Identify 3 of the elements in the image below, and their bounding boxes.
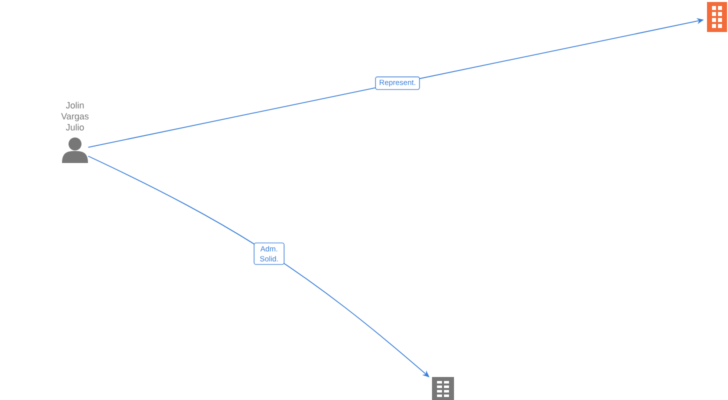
- building-icon: [707, 2, 727, 32]
- person-name: Jolin Vargas Julio: [61, 102, 89, 130]
- building-icon: [432, 377, 454, 400]
